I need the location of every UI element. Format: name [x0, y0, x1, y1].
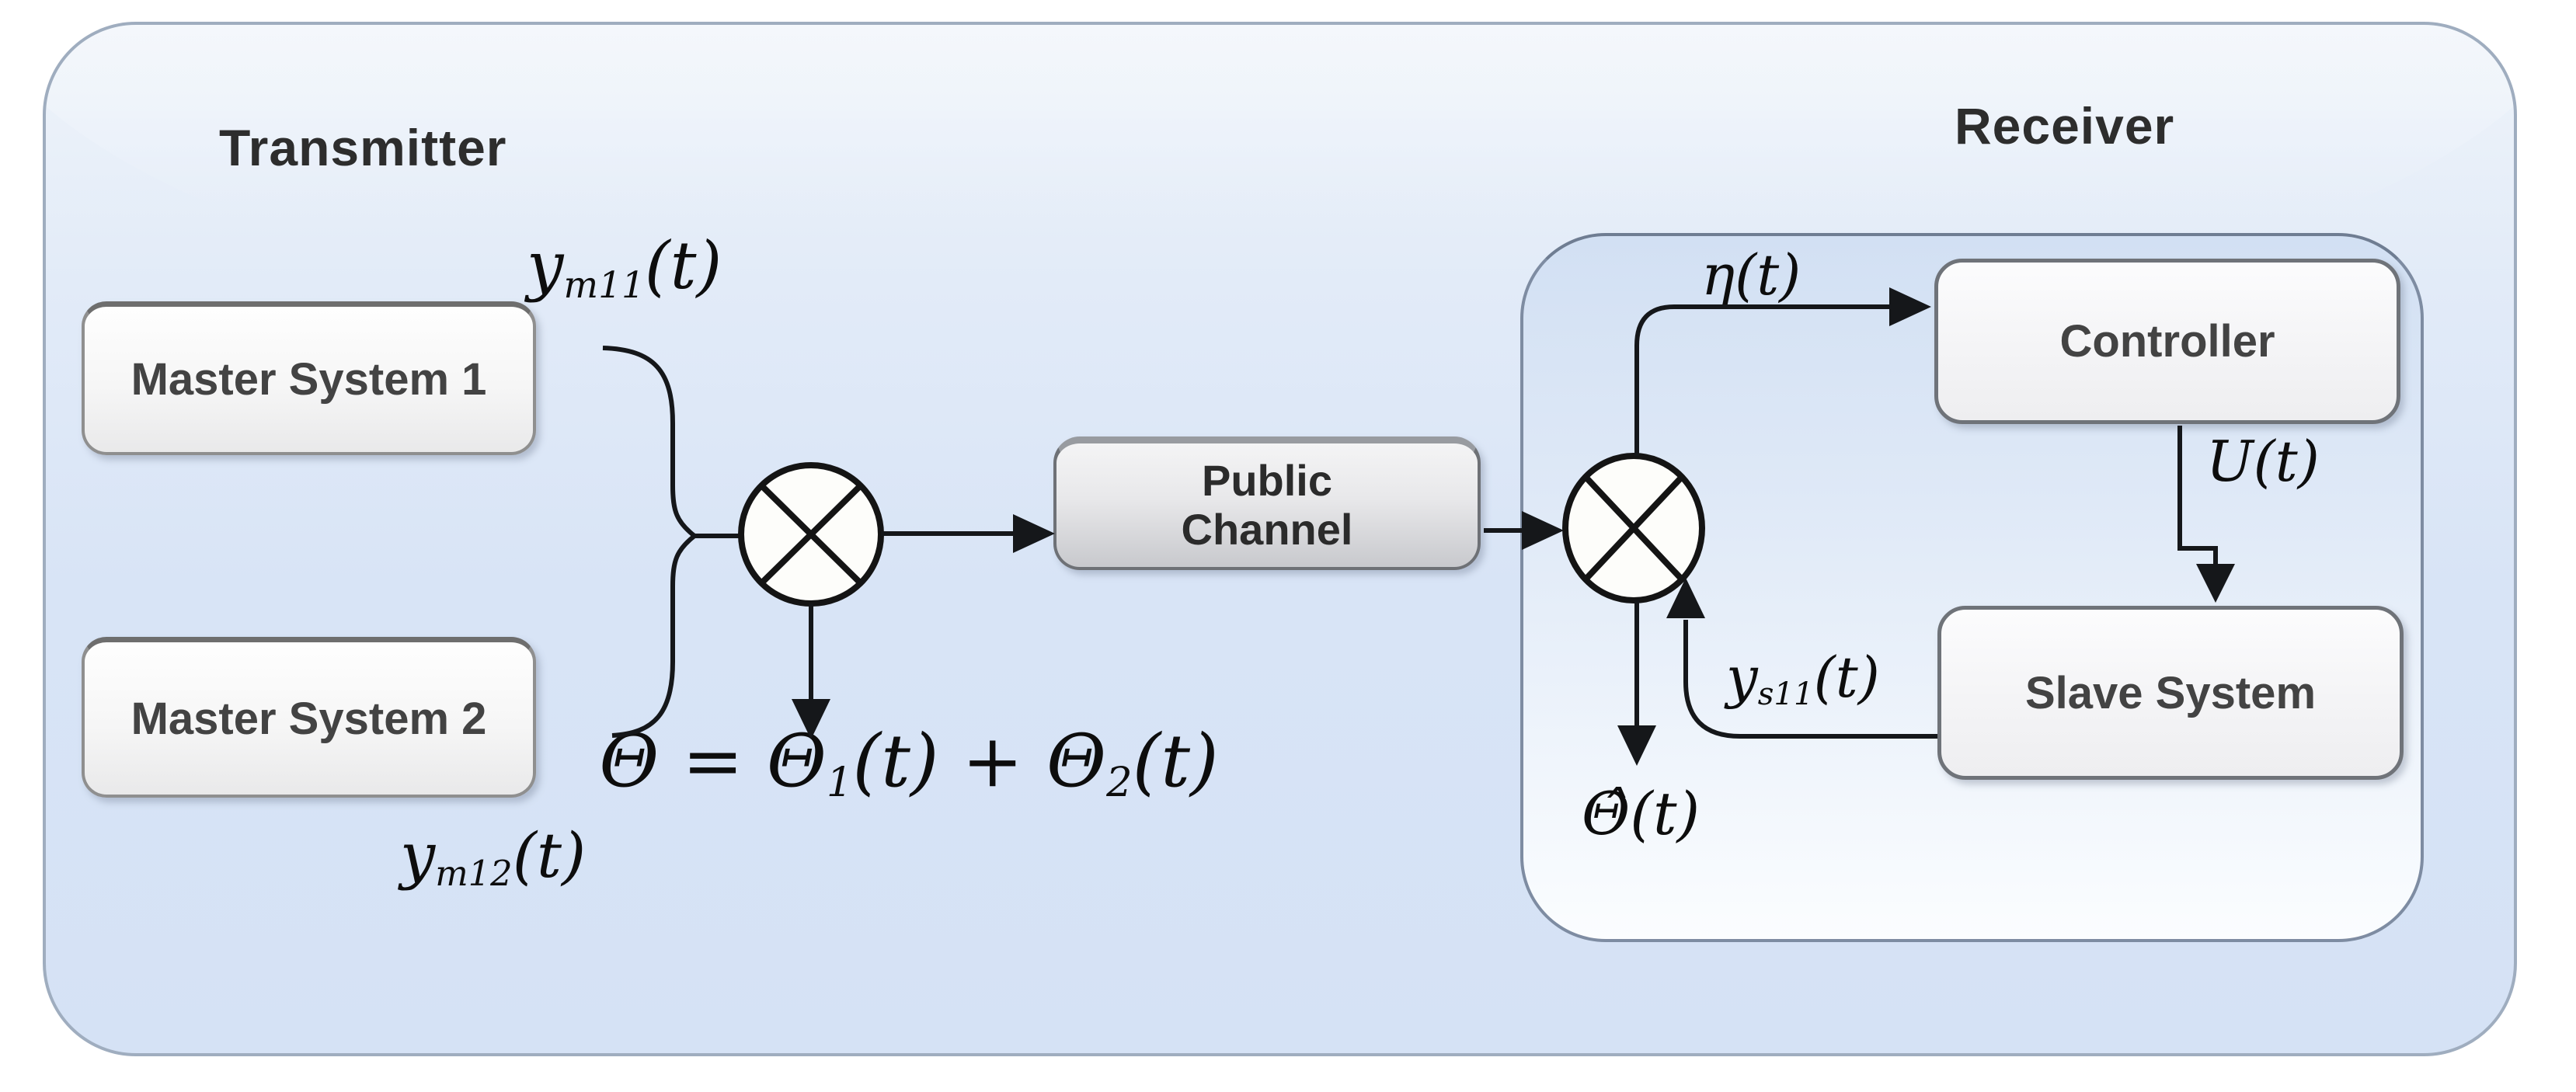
slave-system-label: Slave System — [2024, 667, 2317, 718]
signal-label-ym11: ym11(t) — [527, 233, 722, 304]
controller-label: Controller — [2059, 316, 2275, 367]
transmitter-label: Transmitter — [219, 119, 507, 176]
signal-label-ym12: ym12(t) — [400, 825, 586, 892]
ym11-sub: m11 — [563, 263, 645, 307]
theta-sum-s2: 2 — [1106, 759, 1133, 807]
ys11-sub: s11 — [1757, 676, 1814, 713]
theta-sum-s1: 1 — [826, 759, 853, 807]
master-system-1-label: Master System 1 — [131, 354, 487, 405]
signal-label-eta: η(t) — [1701, 242, 1801, 308]
signal-label-ys11: ys11(t) — [1726, 649, 1880, 710]
public-channel-box: Public Channel — [1053, 436, 1481, 570]
ys11-rest: (t) — [1813, 645, 1880, 710]
public-channel-line2: Channel — [1181, 504, 1353, 554]
theta-sum-p2: (t) + Θ — [852, 719, 1107, 804]
ym11-rest: (t) — [644, 228, 722, 304]
ym11-base: y — [527, 228, 564, 304]
slave-system-box: Slave System — [1937, 606, 2404, 780]
theta-sum-p1: Θ = Θ — [599, 719, 827, 804]
public-channel-line1: Public — [1201, 455, 1332, 505]
theta-sum-equation: Θ = Θ1(t) + Θ2(t) — [575, 725, 1243, 803]
ym12-base: y — [400, 819, 436, 892]
theta-sum-p3: (t) — [1132, 719, 1219, 804]
receiver-label: Receiver — [1955, 97, 2175, 155]
signal-label-u: U(t) — [2206, 429, 2320, 494]
master-system-2-box: Master System 2 — [82, 637, 536, 798]
master-system-1-box: Master System 1 — [82, 301, 536, 455]
signal-label-theta-hat: Θ̂(t) — [1582, 779, 1701, 848]
ys11-base: y — [1726, 645, 1758, 710]
controller-box: Controller — [1934, 259, 2400, 424]
ym12-sub: m12 — [435, 853, 513, 895]
public-channel-label: Public Channel — [1181, 455, 1353, 554]
ym12-rest: (t) — [512, 819, 587, 892]
master-system-2-label: Master System 2 — [131, 693, 487, 744]
